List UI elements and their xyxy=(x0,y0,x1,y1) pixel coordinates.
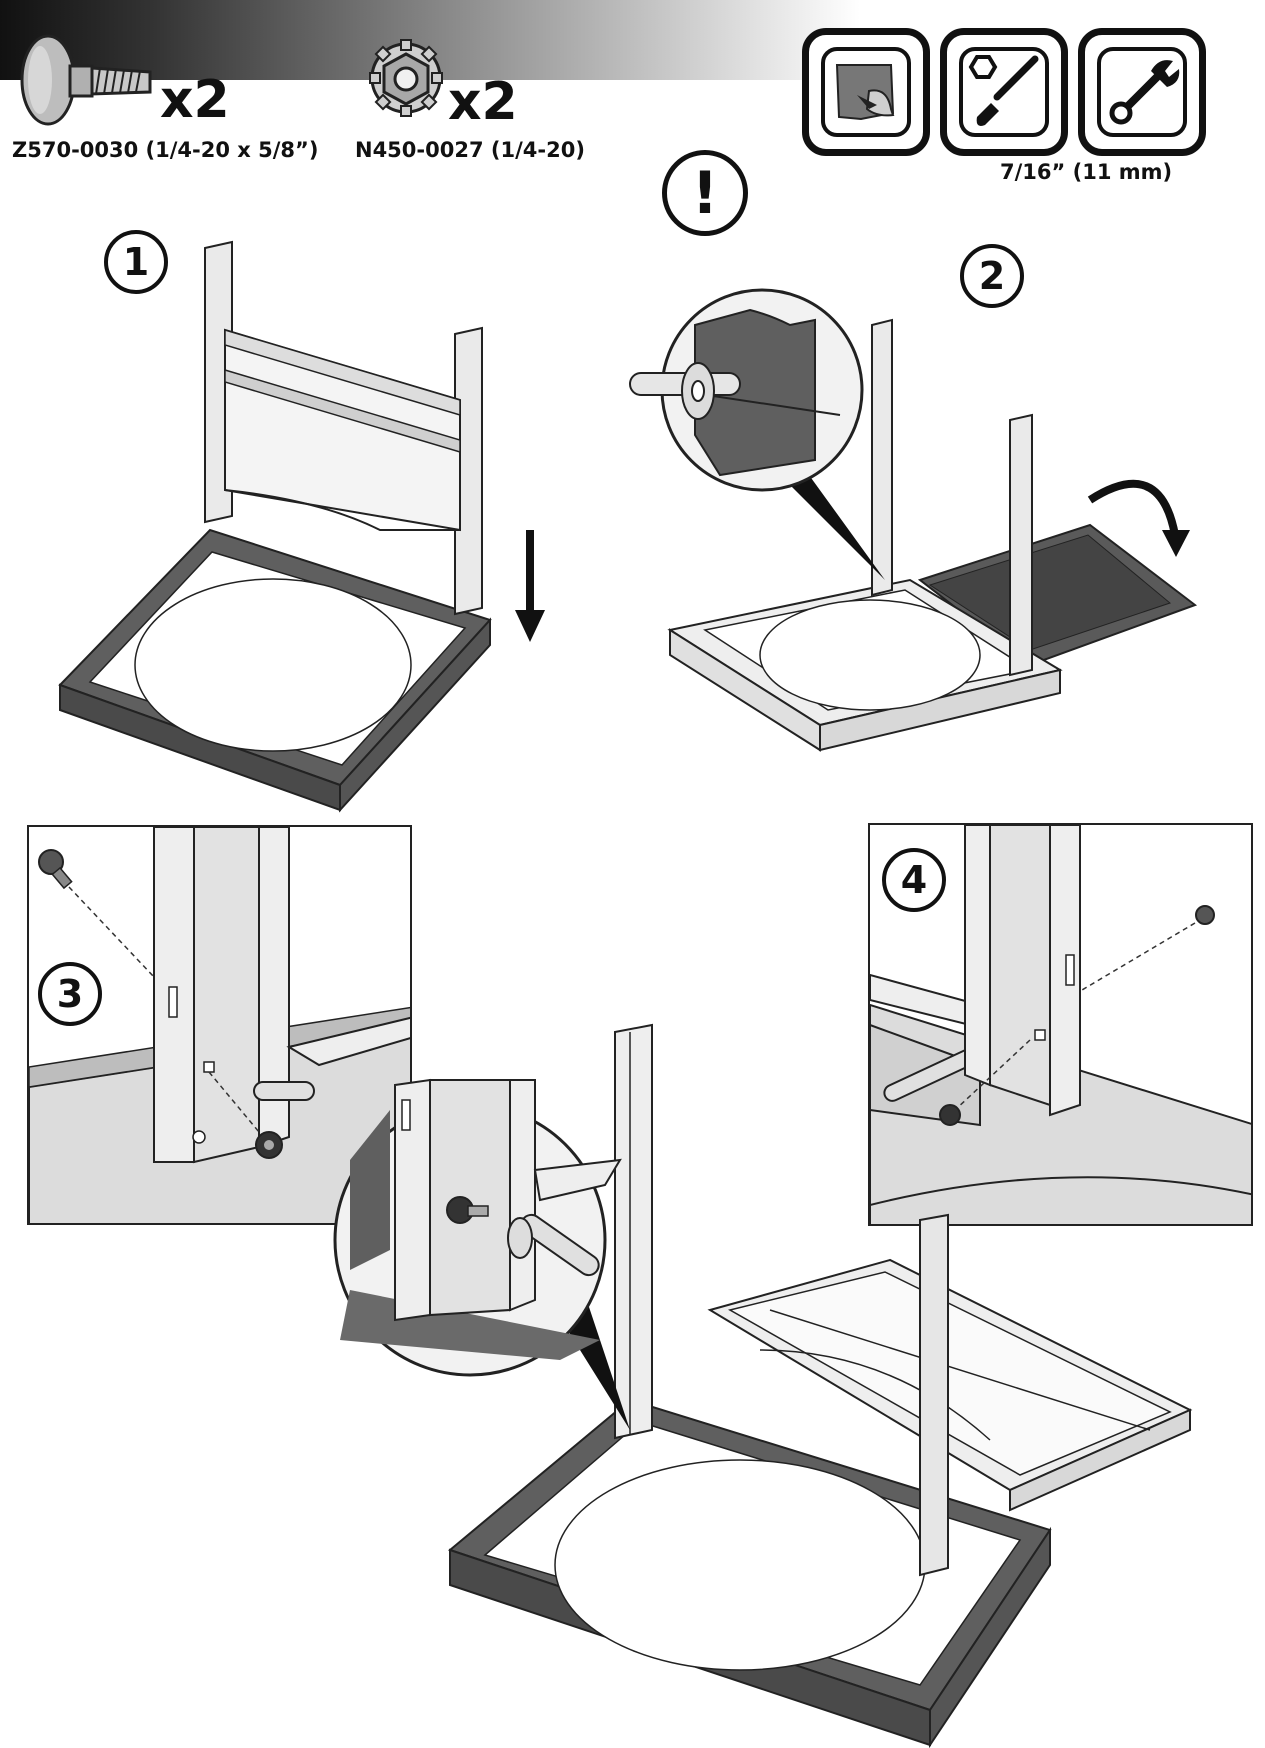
step-2-number: 2 xyxy=(960,244,1024,308)
step-4-detail-panel xyxy=(868,823,1253,1226)
bolt-part-code: Z570-0030 (1/4-20 x 5/8”) xyxy=(12,138,319,162)
wrench-icon xyxy=(1097,47,1187,137)
wrench-tool xyxy=(1078,28,1206,156)
bolt-quantity: x2 xyxy=(160,70,230,130)
step-1-number: 1 xyxy=(104,230,168,294)
step-3-illustration xyxy=(29,827,410,1223)
screwdriver-tool xyxy=(940,28,1068,156)
tool-size-label: 7/16” (11 mm) xyxy=(1000,160,1173,184)
carriage-bolt-icon xyxy=(20,34,152,126)
step-3-number: 3 xyxy=(38,962,102,1026)
nut-part-code: N450-0027 (1/4-20) xyxy=(355,138,585,162)
step-4-illustration xyxy=(870,825,1251,1224)
warning-icon: ! xyxy=(662,150,748,236)
nut-quantity: x2 xyxy=(448,72,518,132)
step-3-detail-panel xyxy=(27,825,412,1225)
protective-surface-icon xyxy=(821,47,911,137)
step-4-number: 4 xyxy=(882,848,946,912)
protective-surface-tool xyxy=(802,28,930,156)
header-band xyxy=(0,0,1265,80)
step-1-illustration xyxy=(58,240,545,813)
lock-nut-icon xyxy=(369,39,443,117)
step-2-illustration xyxy=(629,288,1198,752)
screwdriver-icon xyxy=(959,47,1049,137)
main-assembly-illustration xyxy=(333,1023,1193,1748)
